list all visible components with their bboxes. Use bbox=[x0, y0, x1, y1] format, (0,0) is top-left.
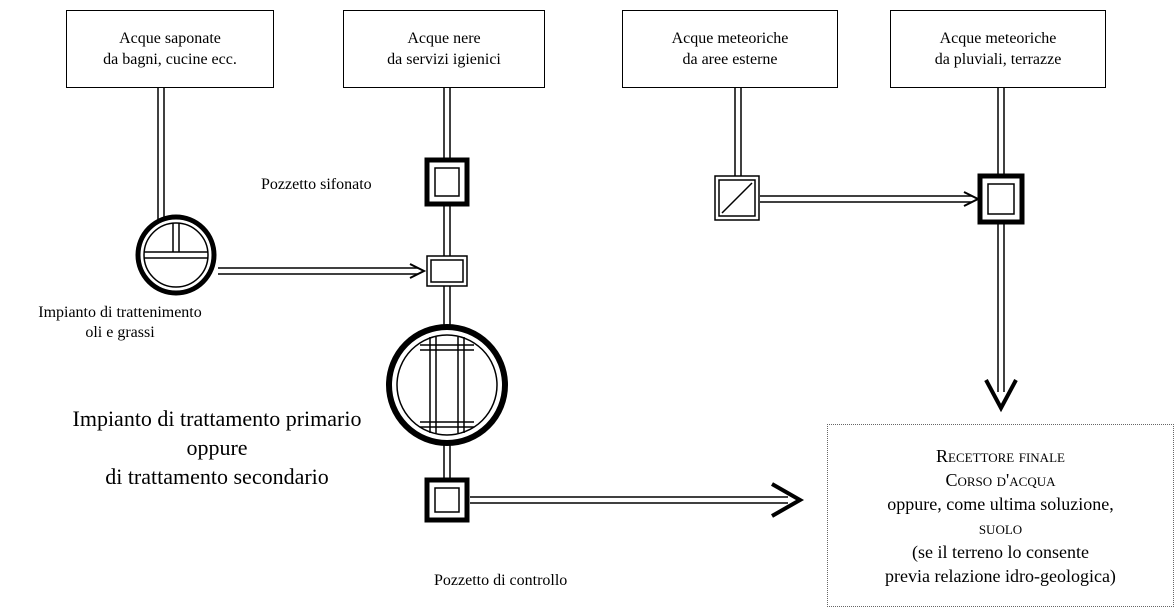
receiver-alternative: oppure, come ultima soluzione, bbox=[887, 493, 1114, 514]
grate-well-symbol bbox=[714, 175, 760, 221]
source-rain-roof: Acque meteoriche da pluviali, terrazze bbox=[890, 10, 1106, 88]
source-black-water: Acque nere da servizi igienici bbox=[343, 10, 545, 88]
source-line: da servizi igienici bbox=[387, 51, 501, 68]
treatment-plant-symbol bbox=[386, 324, 508, 446]
source-line: Acque meteoriche bbox=[939, 30, 1057, 47]
siphon-well-label: Pozzetto sifonato bbox=[261, 176, 372, 193]
source-rain-external: Acque meteoriche da aree esterne bbox=[622, 10, 838, 88]
arrow-to-roof-well bbox=[963, 191, 981, 207]
control-well-label: Pozzetto di controllo bbox=[434, 572, 568, 589]
receiver-watercourse: Corso d'acqua bbox=[945, 469, 1056, 490]
label-line: di trattamento secondario bbox=[105, 464, 329, 489]
junction-well-symbol bbox=[426, 255, 468, 287]
label-line: Impianto di trattamento primario bbox=[72, 406, 362, 431]
receiver-condition: (se il terreno lo consente bbox=[912, 541, 1089, 562]
source-line: da bagni, cucine ecc. bbox=[103, 51, 237, 68]
receiver-soil: suolo bbox=[978, 517, 1023, 538]
source-line: da aree esterne bbox=[682, 51, 778, 68]
control-well-symbol bbox=[424, 477, 470, 523]
source-line: Acque nere bbox=[407, 30, 481, 47]
final-receiver-box: Recettore finale Corso d'acqua oppure, c… bbox=[827, 424, 1174, 607]
arrow-to-receiver-right bbox=[771, 482, 805, 518]
treatment-plant-label: Impianto di trattamento primario oppure … bbox=[22, 404, 412, 491]
grease-trap-label: Impianto di trattenimento oli e grassi bbox=[8, 303, 232, 343]
source-soap-water: Acque saponate da bagni, cucine ecc. bbox=[66, 10, 274, 88]
source-line: Acque meteoriche bbox=[671, 30, 789, 47]
label-line: oppure bbox=[186, 435, 248, 460]
grease-trap-symbol bbox=[135, 214, 217, 296]
roof-well-symbol bbox=[977, 173, 1025, 225]
receiver-condition-2: previa relazione idro-geologica) bbox=[885, 565, 1116, 586]
arrow-to-junction bbox=[409, 263, 427, 279]
siphon-well-symbol bbox=[424, 157, 470, 207]
label-line: oli e grassi bbox=[85, 324, 155, 341]
receiver-title: Recettore finale bbox=[936, 445, 1065, 466]
label-line: Impianto di trattenimento bbox=[38, 304, 202, 321]
source-line: da pluviali, terrazze bbox=[934, 51, 1062, 68]
pipes bbox=[157, 88, 1005, 504]
arrow-to-receiver-down bbox=[984, 379, 1018, 413]
source-line: Acque saponate bbox=[119, 30, 221, 47]
